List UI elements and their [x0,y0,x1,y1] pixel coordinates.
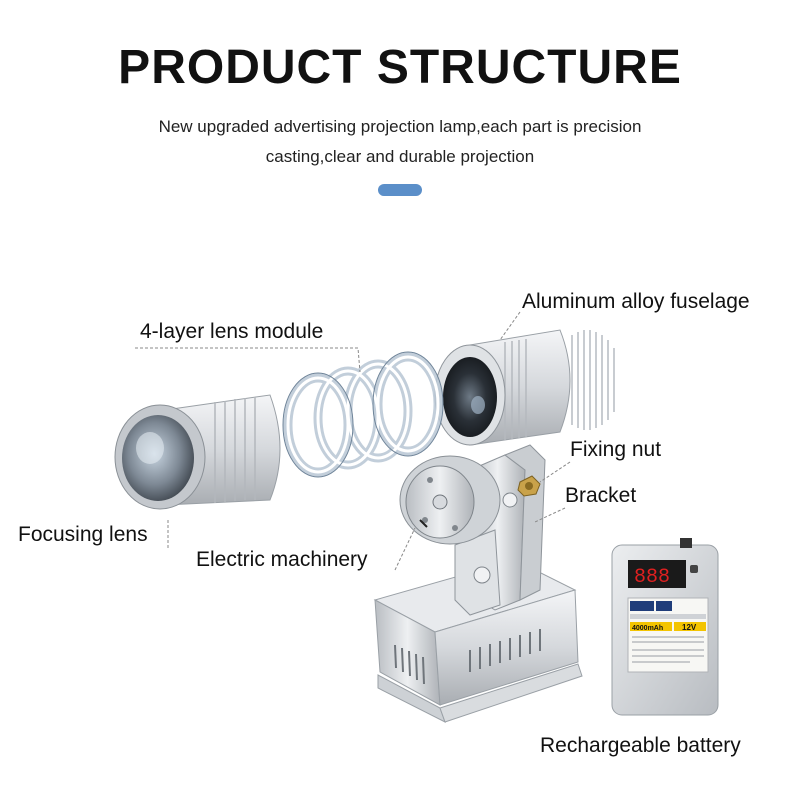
rechargeable-battery: 888 4000mAh 12V [611,538,719,716]
callout-aluminum-fuselage: Aluminum alloy fuselage [522,290,750,313]
battery-capacity: 4000mAh [632,625,663,632]
focusing-lens [114,394,281,510]
svg-text:888: 888 [634,566,670,589]
page-title: PRODUCT STRUCTURE [118,41,682,94]
callout-fixing-nut: Fixing nut [570,438,662,461]
lens-module [282,351,444,478]
page-subtitle: New upgraded advertising projection lamp… [100,112,700,172]
fixing-nut [517,475,541,497]
leader-lines [135,311,571,571]
callout-electric-machinery: Electric machinery [196,548,368,571]
callout-focusing-lens: Focusing lens [18,523,148,546]
subtitle-line-2: casting,clear and durable projection [265,147,535,166]
callout-lens-module: 4-layer lens module [140,320,324,343]
battery-voltage: 12V [682,623,697,632]
electric-motor [399,455,501,545]
accent-bar [378,184,422,196]
callout-battery: Rechargeable battery [540,734,741,757]
callout-bracket: Bracket [565,484,637,507]
product-illustration: 888 4000mAh 12V [114,311,719,724]
aluminum-fuselage [434,329,615,446]
subtitle-line-1: New upgraded advertising projection lamp… [158,117,642,136]
base-housing [373,559,583,724]
